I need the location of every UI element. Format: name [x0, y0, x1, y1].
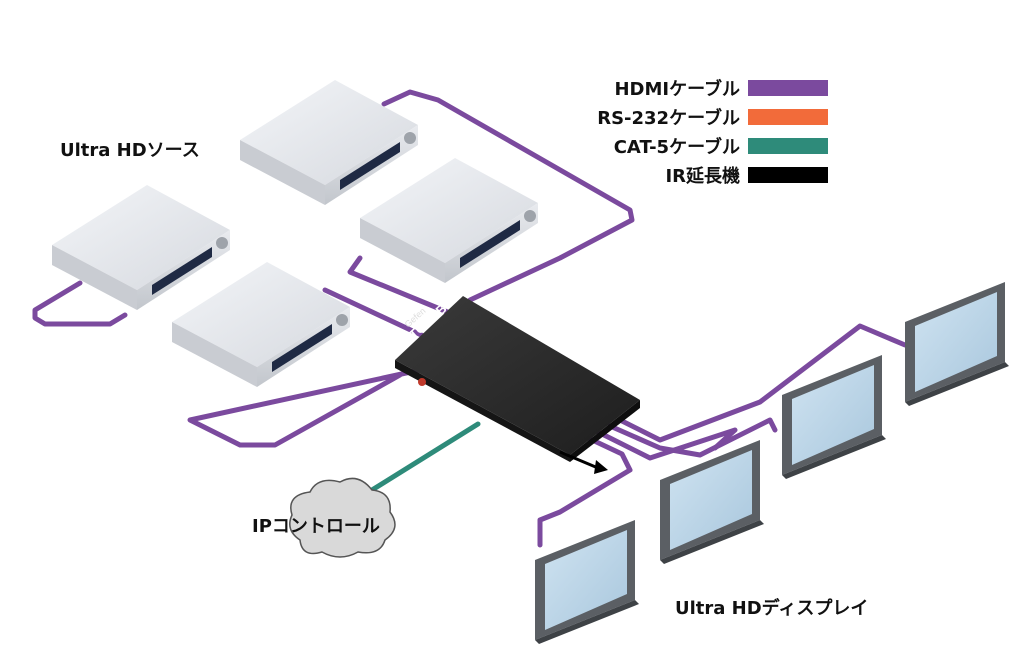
legend-label: RS-232ケーブル — [597, 108, 740, 129]
legend-item-rs232: RS-232ケーブル — [597, 104, 828, 130]
hdmi-cable-source-2 — [381, 89, 635, 303]
ip-control-label: IPコントロール — [252, 516, 380, 537]
source-box-1 — [52, 185, 230, 310]
legend-label: IR延長機 — [665, 166, 740, 187]
source-box-2 — [240, 80, 418, 205]
source-box-4 — [172, 262, 350, 387]
legend-item-ir: IR延長機 — [665, 162, 828, 188]
hdmi-cable-source-1 — [32, 280, 128, 327]
hdmi-cable-display-1 — [537, 435, 633, 548]
hdmi-cable-source-4 — [322, 287, 435, 343]
hdmi-cable-source-1-to-device — [187, 367, 423, 448]
ir-extender — [559, 450, 608, 474]
sources-label: Ultra HDソース — [60, 140, 200, 161]
hdmi-cable-display-4 — [617, 323, 908, 443]
legend-label: CAT-5ケーブル — [613, 137, 740, 158]
legend-item-cat5: CAT-5ケーブル — [614, 133, 828, 159]
display-3 — [782, 355, 886, 479]
cat5-cable — [369, 421, 481, 493]
hdmi-cable-display-2 — [595, 427, 738, 461]
hdmi-cables — [32, 89, 908, 548]
hdmi-cable-source-3 — [347, 255, 465, 321]
legend-swatch-rs232 — [748, 109, 828, 125]
display-4 — [905, 282, 1009, 406]
legend-item-hdmi: HDMIケーブル — [614, 75, 828, 101]
source-box-3 — [360, 158, 538, 283]
display-1 — [535, 520, 639, 644]
legend-swatch-hdmi — [748, 80, 828, 96]
displays-label: Ultra HDディスプレイ — [675, 598, 869, 619]
legend-swatch-cat5 — [748, 138, 828, 154]
hdmi-cable-display-3 — [607, 417, 778, 458]
legend-label: HDMIケーブル — [614, 79, 740, 100]
ip-cloud — [289, 477, 396, 558]
toolbox-device: Gefen TOOLBOX — [395, 288, 640, 462]
display-2 — [660, 440, 764, 564]
legend-swatch-ir — [748, 167, 828, 183]
